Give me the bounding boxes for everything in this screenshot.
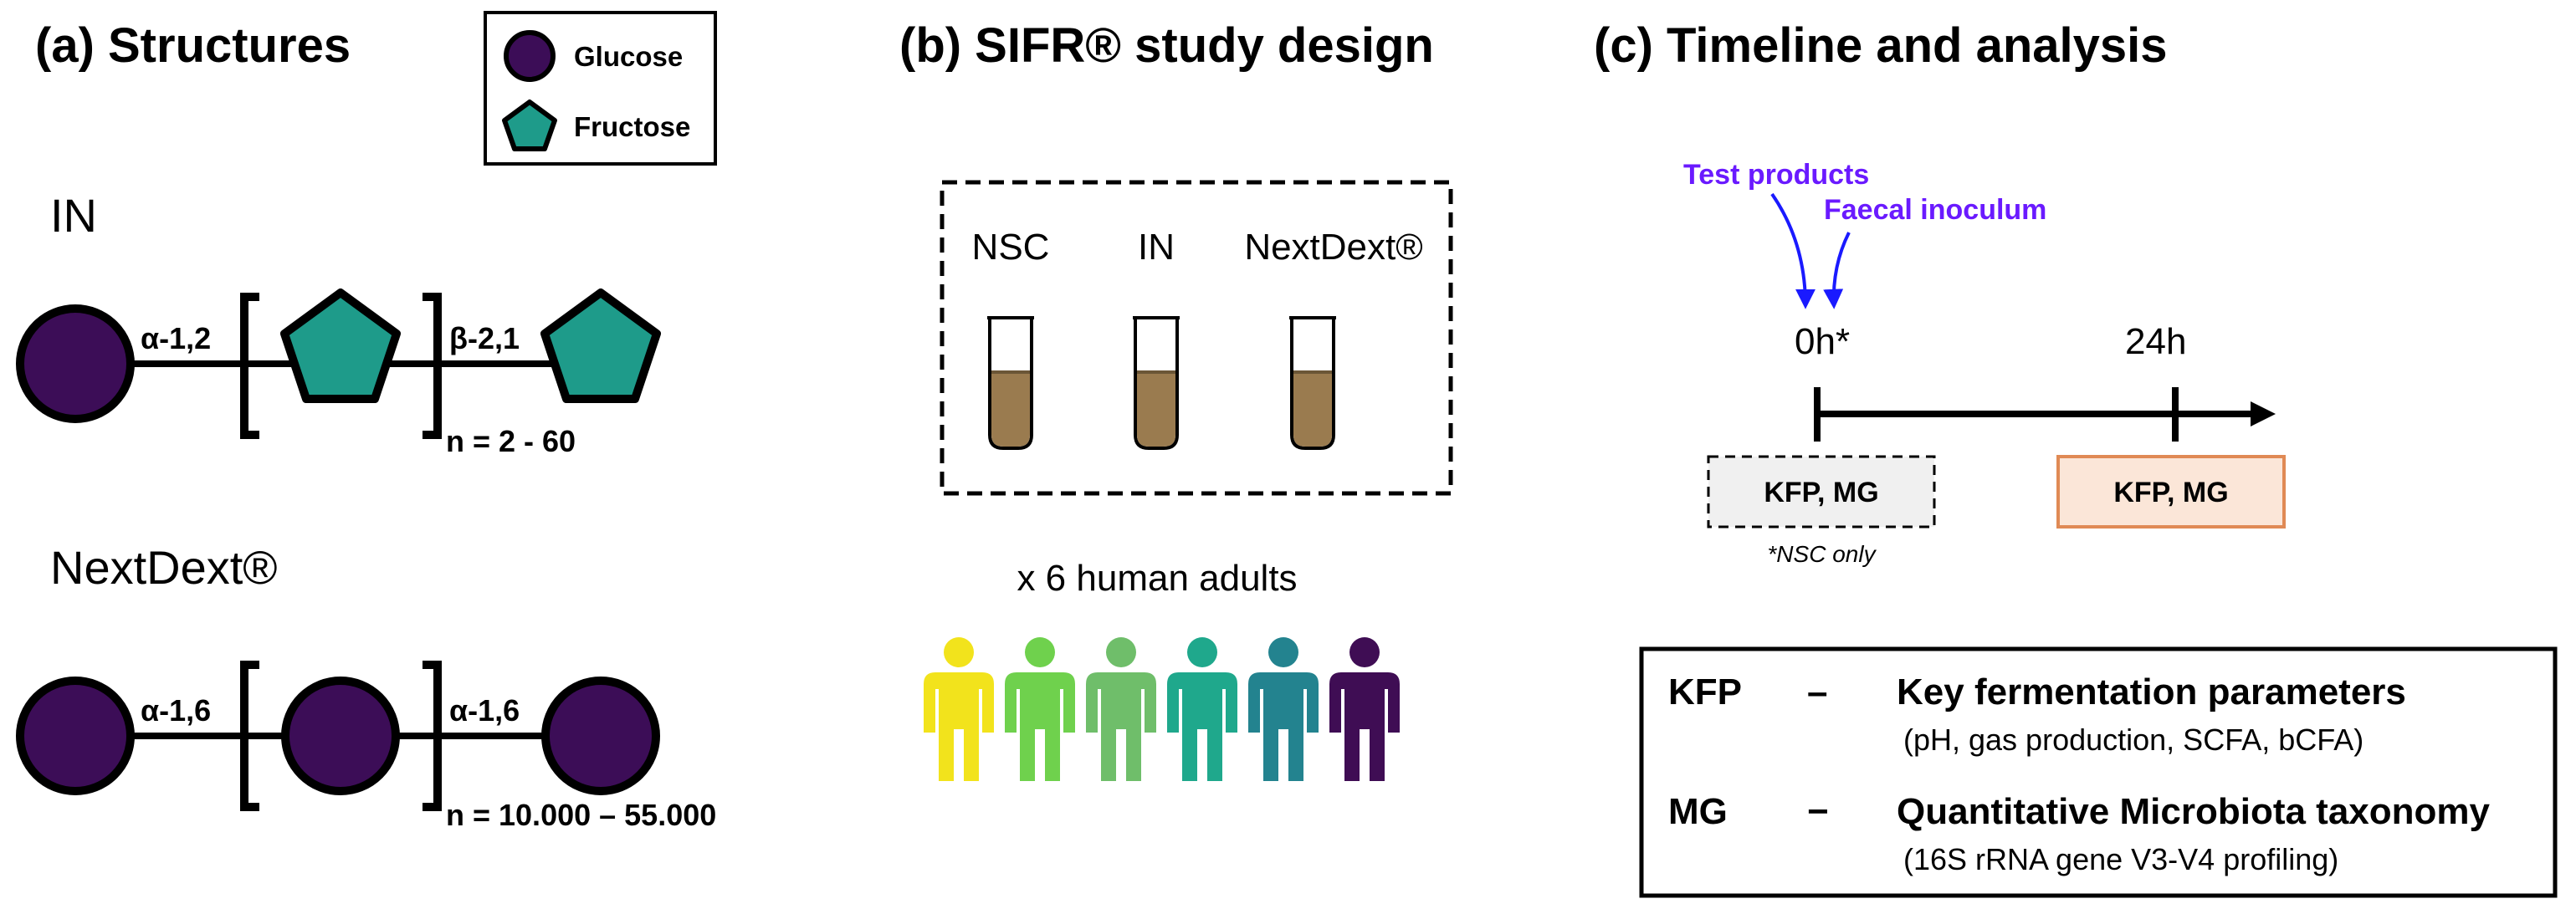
- box-0h-label: KFP, MG: [1764, 477, 1878, 508]
- person-icon-4: [1167, 637, 1237, 781]
- box-0h: KFP, MG: [1707, 455, 1936, 529]
- box-24h-label: KFP, MG: [2113, 477, 2228, 508]
- nd-right-bracket: [423, 661, 442, 811]
- panel-c-timeline: (c) Timeline and analysis Test products …: [1594, 18, 2558, 898]
- in-structure: α-1,2 β-2,1 n = 2 - 60: [16, 289, 661, 458]
- legend-box: Glucose Fructose: [484, 11, 717, 166]
- nd-glucose-icon: [16, 677, 135, 795]
- box-24h: KFP, MG: [2056, 455, 2286, 529]
- glucose-legend-icon: [504, 30, 556, 82]
- nd-left-bracket: [240, 661, 259, 811]
- nd-glucose-terminal-icon: [541, 677, 660, 795]
- nsc-only-note: *NSC only: [1767, 541, 1877, 567]
- panel-a-title: (a) Structures: [35, 18, 351, 73]
- panel-c-title: (c) Timeline and analysis: [1594, 18, 2168, 73]
- person-icon-2: [1005, 637, 1075, 781]
- faecal-inoculum-label: Faecal inoculum: [1824, 194, 2046, 226]
- nextdext-structure: α-1,6 α-1,6 n = 10.000 – 55.000: [16, 661, 716, 832]
- tube-in: [1133, 316, 1180, 450]
- adults-label: x 6 human adults: [1017, 558, 1297, 599]
- person-icon-6: [1329, 637, 1400, 781]
- panel-b-study-design: (b) SIFR® study design NSC IN NextDext® …: [899, 18, 1453, 781]
- test-products-label: Test products: [1683, 159, 1869, 191]
- in-structure-label: IN: [50, 189, 97, 242]
- person-icon-5: [1248, 637, 1319, 781]
- nextdext-structure-label: NextDext®: [50, 541, 278, 594]
- tube-label-in: IN: [1138, 227, 1175, 268]
- person-icon-3: [1086, 637, 1156, 781]
- in-fructose-repeat-icon: [280, 289, 401, 403]
- fructose-legend-icon: [502, 100, 557, 151]
- mg-abbr: MG: [1668, 791, 1728, 832]
- mg-dash: −: [1807, 791, 1829, 832]
- nd-bond2-label: α-1,6: [449, 693, 520, 728]
- panel-a-structures: (a) Structures Glucose Fructose IN α-1,2…: [16, 11, 717, 832]
- abbreviation-table: KFP – Key fermentation parameters (pH, g…: [1639, 646, 2558, 898]
- kfp-subtitle: (pH, gas production, SCFA, bCFA): [1903, 723, 2363, 757]
- in-n-label: n = 2 - 60: [446, 424, 576, 458]
- nd-bond1-label: α-1,6: [141, 693, 211, 728]
- tube-label-nextdext: NextDext®: [1244, 227, 1422, 268]
- kfp-dash: –: [1807, 672, 1827, 712]
- mg-title: Quantitative Microbiota taxonomy: [1897, 791, 2491, 832]
- person-icon-1: [924, 637, 994, 781]
- glucose-legend-label: Glucose: [574, 41, 683, 72]
- time-label-24h: 24h: [2125, 321, 2186, 362]
- in-fructose-terminal-icon: [540, 289, 661, 403]
- in-glucose-icon: [16, 304, 135, 423]
- fructose-legend-label: Fructose: [574, 111, 690, 142]
- tubes-dashed-box: [940, 180, 1453, 496]
- panel-b-title: (b) SIFR® study design: [899, 18, 1434, 73]
- tube-nextdext: [1289, 316, 1336, 450]
- test-products-arrow: [1770, 192, 1815, 309]
- timeline-axis: [1814, 387, 2276, 442]
- in-left-bracket: [240, 293, 259, 439]
- in-bond1-label: α-1,2: [141, 321, 211, 355]
- in-right-bracket: [423, 293, 442, 439]
- kfp-abbr: KFP: [1668, 672, 1742, 712]
- kfp-title: Key fermentation parameters: [1897, 672, 2406, 712]
- tube-nsc: [987, 316, 1034, 450]
- people-row: [924, 637, 1400, 781]
- in-bond2-label: β-2,1: [449, 321, 520, 355]
- faecal-inoculum-arrow: [1823, 232, 1851, 309]
- nd-glucose-repeat-icon: [281, 677, 400, 795]
- tube-label-nsc: NSC: [972, 227, 1050, 268]
- nd-n-label: n = 10.000 – 55.000: [446, 798, 716, 832]
- time-label-0h: 0h*: [1795, 321, 1850, 362]
- mg-subtitle: (16S rRNA gene V3-V4 profiling): [1903, 842, 2338, 876]
